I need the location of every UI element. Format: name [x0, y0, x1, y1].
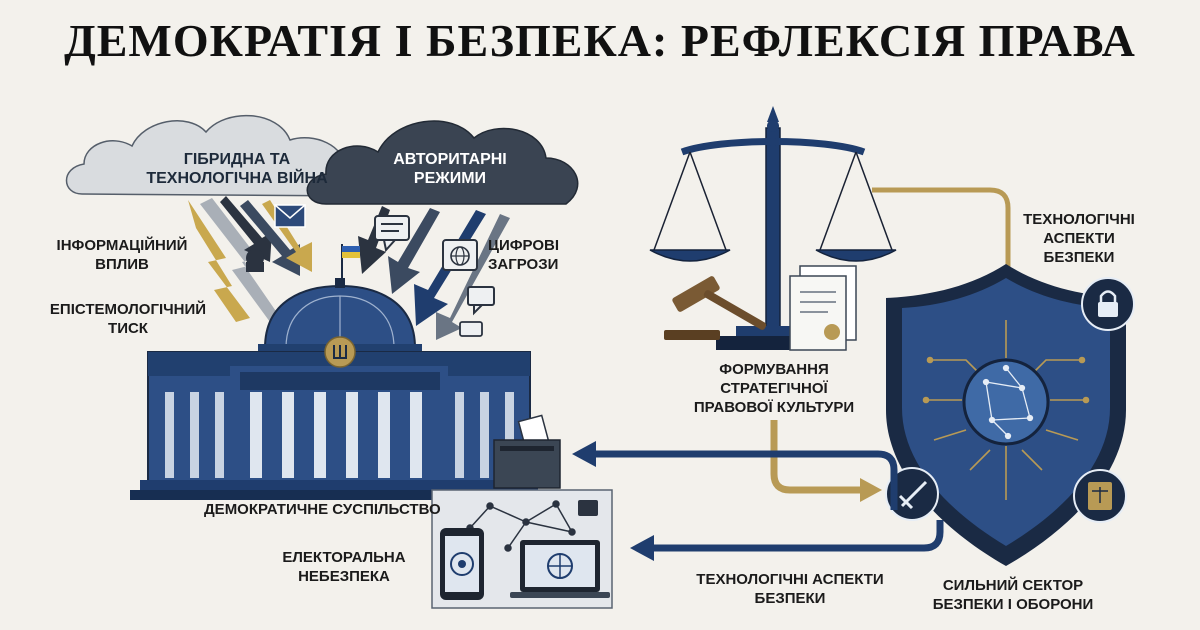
scales-of-justice — [649, 106, 897, 350]
sword-icon — [885, 467, 939, 521]
world-network-icon — [962, 358, 1050, 446]
epistemic-pressure-label: ЕПІСТЕМОЛОГІЧНИЙ ТИСК — [49, 301, 207, 337]
document-icon — [789, 265, 857, 351]
envelope-icon — [274, 204, 306, 228]
strong-sector-label: СИЛЬНИЙ СЕКТОР БЕЗПЕКИ І ОБОРОНИ — [932, 577, 1094, 613]
tech-aspects-bottom-label: ТЕХНОЛОГІЧНІ АСПЕКТИ БЕЗПЕКИ — [696, 571, 884, 607]
page-title: ДЕМОКРАТІЯ І БЕЗПЕКА: РЕФЛЕКСІЯ ПРАВА — [64, 15, 1136, 66]
security-shield — [886, 264, 1126, 566]
gold-connector-top — [872, 187, 1011, 268]
gavel-icon — [664, 276, 767, 340]
spy-icon — [246, 249, 264, 272]
parliament-columns — [165, 392, 514, 478]
device-panel — [431, 489, 613, 609]
electoral-danger-label: ЕЛЕКТОРАЛЬНА НЕБЕЗПЕКА — [282, 549, 406, 585]
tech-aspects-top-label: ТЕХНОЛОГІЧНІ АСПЕКТИ БЕЗПЕКИ — [1023, 211, 1135, 266]
info-influence-label: ІНФОРМАЦІЙНИЙ ВПЛИВ — [56, 237, 188, 273]
ballot-box-icon — [493, 414, 561, 489]
laptop-icon — [510, 540, 610, 598]
smartphone-icon — [440, 528, 484, 600]
network-icon — [466, 500, 576, 552]
globe-icon — [442, 239, 478, 271]
chat-icon-left — [459, 321, 483, 337]
chat-icon-small — [467, 286, 495, 316]
trident-icon — [324, 336, 356, 368]
digital-threats-label: ЦИФРОВІ ЗАГРОЗИ — [488, 237, 560, 273]
authoritarian-cloud — [306, 120, 579, 205]
chat-icon — [374, 215, 410, 253]
gold-arrow — [770, 420, 882, 502]
democratic-society-label: ДЕМОКРАТИЧНЕ СУСПІЛЬСТВО — [204, 501, 441, 518]
blue-return-arrow-upper — [572, 441, 898, 510]
blue-return-arrow-lower — [630, 520, 944, 561]
lock-icon — [1081, 277, 1135, 331]
law-book-icon — [1073, 469, 1127, 523]
flag-icon — [341, 244, 360, 278]
legal-culture-label: ФОРМУВАННЯ СТРАТЕГІЧНОЇ ПРАВОВОЇ КУЛЬТУР… — [693, 361, 855, 416]
circuit-lines — [922, 320, 1090, 500]
hybrid-war-label: ГІБРИДНА ТА ТЕХНОЛОГІЧНА ВІЙНА — [146, 151, 328, 187]
authoritarian-regimes-label: АВТОРИТАРНІ РЕЖИМИ — [393, 151, 507, 187]
